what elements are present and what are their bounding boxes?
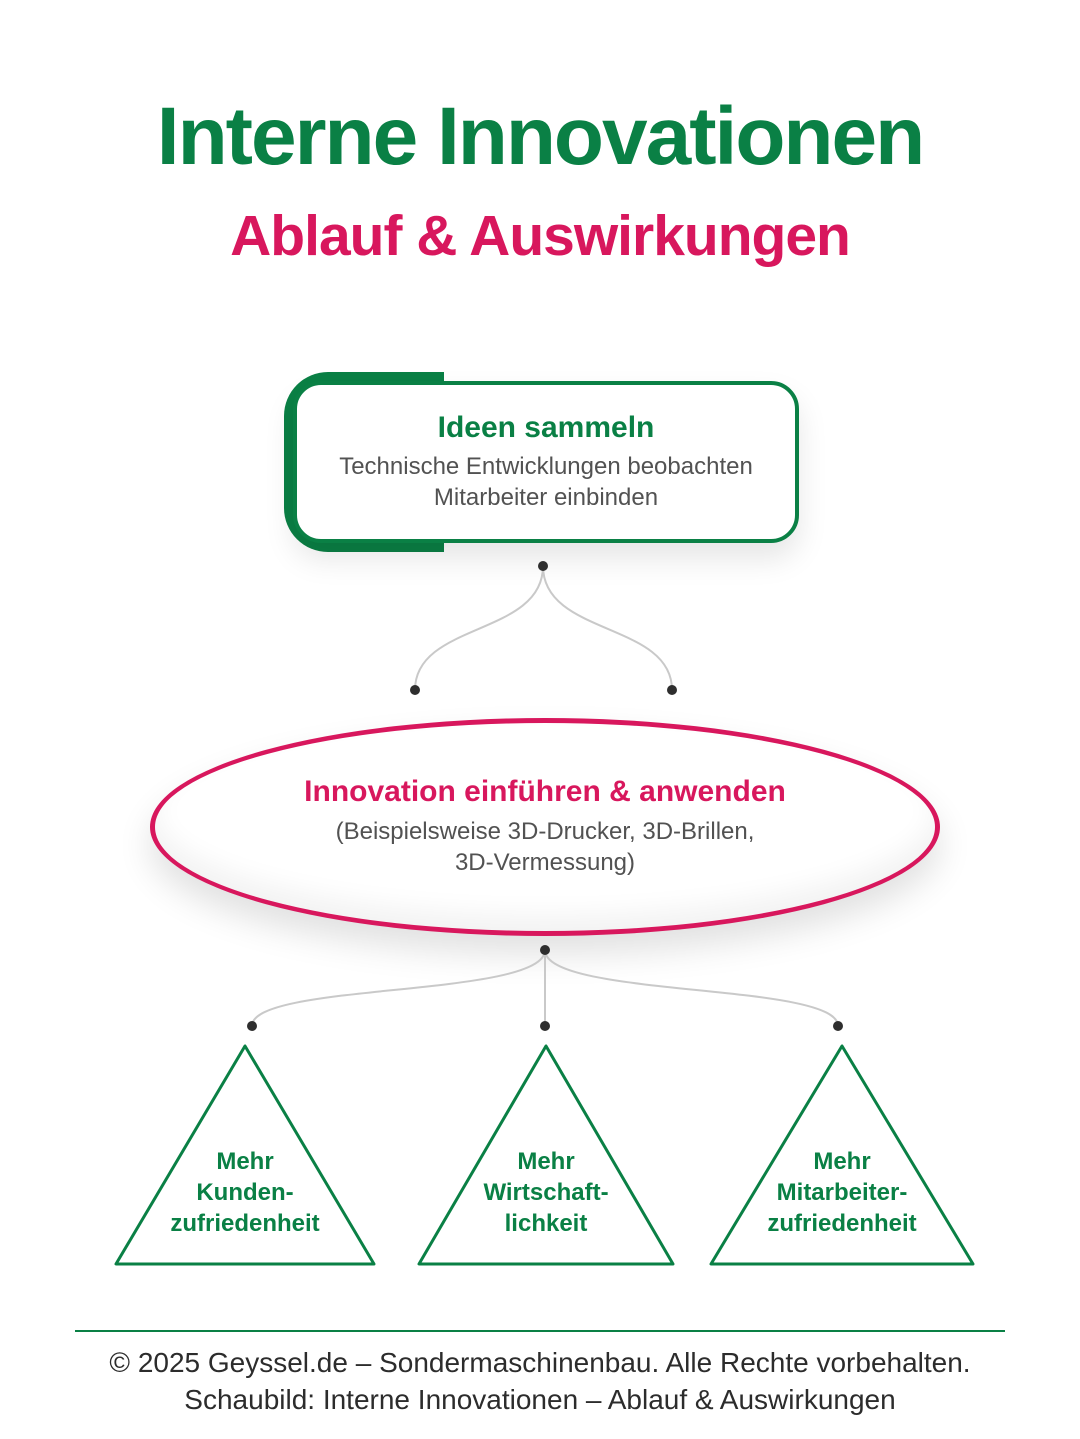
innovation-title: Innovation einführen & anwenden [304, 775, 786, 809]
innovation-line-1: (Beispielsweise 3D-Drucker, 3D-Brillen, [335, 818, 755, 846]
connector-dot [833, 1021, 843, 1031]
connector-dot [540, 945, 550, 955]
connector-curve-left [251, 949, 546, 1027]
connector-curve-right [544, 949, 839, 1027]
footer-caption: Schaubild: Interne Innovationen – Ablauf… [184, 1384, 896, 1415]
connector-curve-right [542, 565, 673, 691]
outcome-label-customer-satisfaction: Mehr Kunden- zufriedenheit [170, 1148, 320, 1238]
connector-innovation-to-outcomes [247, 945, 843, 1031]
outcome-label-employee-satisfaction: Mehr Mitarbeiter- zufriedenheit [767, 1148, 917, 1238]
ideas-box-title: Ideen sammeln [437, 410, 655, 444]
connector-dot [538, 561, 548, 571]
outcome-label-profitability: Mehr Wirtschaft- lichkeit [483, 1148, 609, 1238]
connector-curve-left [414, 565, 544, 691]
innovation-line-2: 3D-Vermessung) [454, 849, 636, 876]
connector-dot [667, 685, 677, 695]
ideas-box-line-1: Technische Entwicklungen beobachten [339, 452, 753, 480]
footer-divider [75, 1330, 1005, 1332]
innovation-ellipse: Innovation einführen & anwenden (Beispie… [150, 718, 940, 936]
connector-ideas-to-innovation [410, 561, 677, 695]
triangle-customer-satisfaction [114, 1044, 376, 1266]
outcome-triangles [114, 1044, 975, 1266]
connector-dot [410, 685, 420, 695]
ideas-box: Ideen sammeln Technische Entwicklungen b… [284, 372, 808, 552]
ideas-box-inner: Ideen sammeln Technische Entwicklungen b… [293, 381, 799, 543]
ideas-box-line-2: Mitarbeiter einbinden [433, 483, 659, 511]
triangle-employee-satisfaction [709, 1044, 975, 1266]
connector-dot [247, 1021, 257, 1031]
page-title: Interne Innovationen [156, 91, 925, 182]
page-subtitle: Ablauf & Auswirkungen [230, 204, 851, 268]
triangle-profitability [417, 1044, 675, 1266]
connector-dot [540, 1021, 550, 1031]
footer-copyright: © 2025 Geyssel.de – Sondermaschinenbau. … [109, 1347, 971, 1378]
